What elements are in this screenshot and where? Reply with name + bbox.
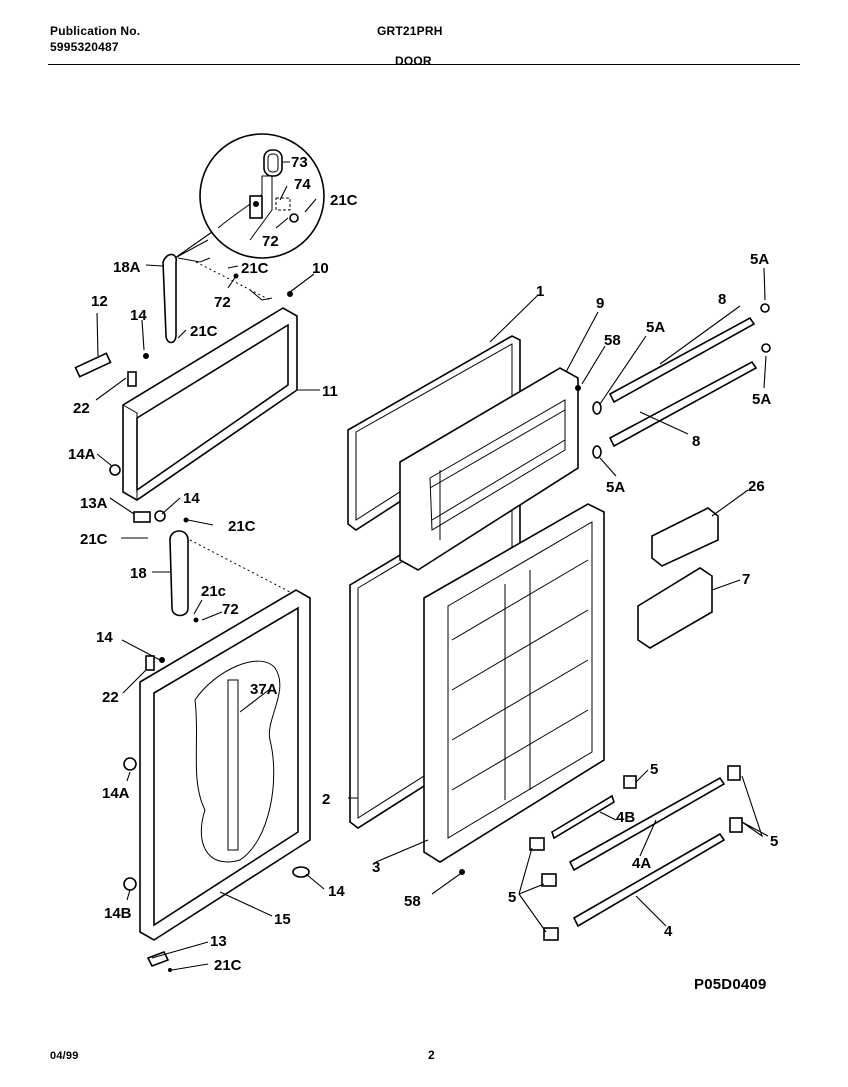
- header-rule: [48, 64, 800, 65]
- label-4a: 4A: [632, 855, 651, 872]
- label-18a: 18A: [113, 259, 141, 276]
- label-5-c: 5: [508, 889, 516, 906]
- label-72-lower: 72: [222, 601, 239, 618]
- label-5-a: 5: [650, 761, 658, 778]
- shelf-bars: [551, 316, 758, 928]
- label-4b: 4B: [616, 809, 635, 826]
- leader-lines: [95, 161, 769, 971]
- small-parts: [74, 273, 771, 972]
- label-8-upper: 8: [718, 291, 726, 308]
- lower-hinge-assembly: [169, 530, 291, 617]
- label-21c-detail: 21C: [330, 192, 358, 209]
- label-72-detail: 72: [262, 233, 279, 250]
- label-22-upper: 22: [73, 400, 90, 417]
- label-8-lower: 8: [692, 433, 700, 450]
- label-72-upper: 72: [214, 294, 231, 311]
- label-73: 73: [291, 154, 308, 171]
- label-21c-mid: 21C: [228, 518, 256, 535]
- label-7: 7: [742, 571, 750, 588]
- label-5-b: 5: [770, 833, 778, 850]
- label-14b: 14B: [104, 905, 132, 922]
- label-21c-lower: 21c: [201, 583, 226, 600]
- label-21c-hinge: 21C: [190, 323, 218, 340]
- label-14-upper: 14: [130, 307, 147, 324]
- label-13: 13: [210, 933, 227, 950]
- label-10: 10: [312, 260, 329, 277]
- publication-label: Publication No.: [50, 24, 141, 38]
- label-9: 9: [596, 295, 604, 312]
- label-37a: 37A: [250, 681, 278, 698]
- label-14-bottom: 14: [328, 883, 345, 900]
- callout-labels: 73 74 21C 72 18A 21C 10 72 12 14 21C 11 …: [68, 154, 778, 974]
- label-22-lower: 22: [102, 689, 119, 706]
- freezer-inner-liner: [399, 367, 579, 571]
- label-21c-upper: 21C: [241, 260, 269, 277]
- figure-code: P05D0409: [694, 976, 767, 993]
- fresh-food-door-panel: [139, 589, 311, 941]
- label-1: 1: [536, 283, 544, 300]
- label-21c-bottom: 21C: [214, 957, 242, 974]
- label-14-mid: 14: [183, 490, 200, 507]
- label-15: 15: [274, 911, 291, 928]
- freezer-door-liner: [122, 307, 298, 501]
- label-58-lower: 58: [404, 893, 421, 910]
- label-2: 2: [322, 791, 330, 808]
- publication-number: 5995320487: [50, 40, 119, 54]
- fresh-food-inner-liner: [423, 503, 605, 863]
- label-21c-left: 21C: [80, 531, 108, 548]
- label-74: 74: [294, 176, 311, 193]
- label-11: 11: [322, 383, 338, 400]
- label-12: 12: [91, 293, 108, 310]
- label-26: 26: [748, 478, 765, 495]
- label-5a-right: 5A: [752, 391, 771, 408]
- label-13a: 13A: [80, 495, 108, 512]
- page-number: 2: [428, 1048, 435, 1062]
- label-14-lower: 14: [96, 629, 113, 646]
- label-5a-low: 5A: [606, 479, 625, 496]
- label-18: 18: [130, 565, 147, 582]
- label-5a-top: 5A: [750, 251, 769, 268]
- model-number: GRT21PRH: [377, 24, 443, 38]
- label-5a-mid: 5A: [646, 319, 665, 336]
- label-58-upper: 58: [604, 332, 621, 349]
- hinge-detail-inset: [174, 133, 325, 259]
- door-bins: [637, 507, 719, 649]
- label-4: 4: [664, 923, 673, 940]
- footer-date: 04/99: [50, 1050, 79, 1062]
- label-14a-upper: 14A: [68, 446, 96, 463]
- label-3: 3: [372, 859, 380, 876]
- label-14a-lower: 14A: [102, 785, 130, 802]
